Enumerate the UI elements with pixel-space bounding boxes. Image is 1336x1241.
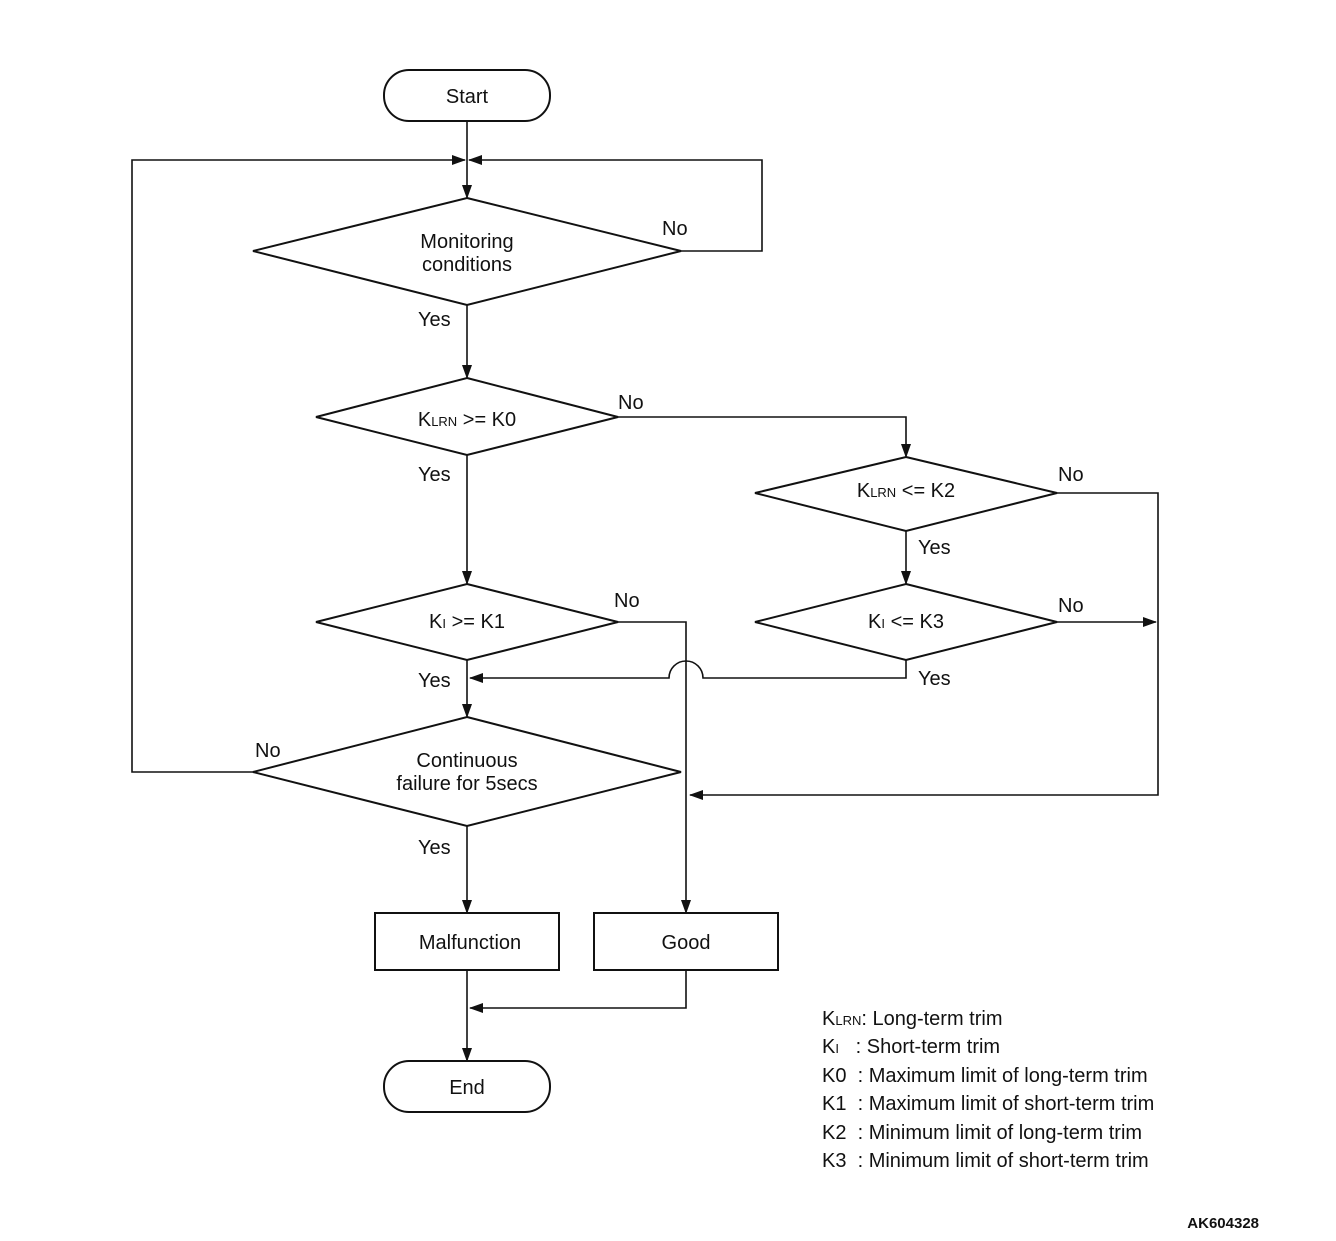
d4-label: KI <= K3 — [868, 611, 944, 633]
end-label: End — [449, 1077, 485, 1099]
arrow-monitoring-no-loop — [468, 155, 763, 252]
d2-yes-label: Yes — [918, 537, 951, 559]
monitoring-no-label: No — [662, 218, 688, 240]
monitoring-label-line2: conditions — [422, 254, 512, 276]
continuous-no-label: No — [255, 740, 281, 762]
continuous-failure-decision — [252, 715, 682, 828]
legend-item: K1 : Maximum limit of short-term trim — [822, 1093, 1154, 1115]
malfunction-label: Malfunction — [419, 932, 521, 954]
legend-item: K2 : Minimum limit of long-term trim — [822, 1122, 1142, 1144]
d1-no-label: No — [618, 392, 644, 414]
legend-item: K0 : Maximum limit of long-term trim — [822, 1065, 1148, 1087]
ki-k1-decision — [315, 582, 619, 662]
end-terminal — [383, 1060, 551, 1113]
malfunction-process — [374, 912, 560, 971]
arrow-d2-no — [689, 492, 1159, 800]
continuous-yes-label: Yes — [418, 837, 451, 859]
legend-item: KI : Short-term trim — [822, 1036, 1000, 1058]
arrow-d1-no — [618, 416, 911, 458]
continuous-label-line2: failure for 5secs — [396, 773, 537, 795]
start-label: Start — [446, 86, 489, 108]
arrow-d3-no — [618, 621, 691, 914]
d1-label: KLRN >= K0 — [418, 409, 516, 431]
d1-yes-label: Yes — [418, 464, 451, 486]
arrow-good-to-end — [469, 970, 687, 1013]
klrn-k0-decision — [315, 376, 619, 457]
d4-no-label: No — [1058, 595, 1084, 617]
d3-no-label: No — [614, 590, 640, 612]
arrow-continuous-no-loop — [131, 155, 466, 773]
d2-no-label: No — [1058, 464, 1084, 486]
start-terminal — [383, 69, 551, 122]
connectors — [131, 121, 1159, 1062]
d2-label: KLRN <= K2 — [857, 480, 955, 502]
d3-yes-label: Yes — [418, 670, 451, 692]
legend-item: KLRN: Long-term trim — [822, 1008, 1003, 1030]
klrn-k2-decision — [754, 455, 1058, 533]
monitoring-yes-label: Yes — [418, 309, 451, 331]
continuous-label-line1: Continuous — [416, 750, 517, 772]
good-process — [593, 912, 779, 971]
d3-label: KI >= K1 — [429, 611, 505, 633]
monitoring-conditions-decision — [252, 196, 682, 307]
legend-item: K3 : Minimum limit of short-term trim — [822, 1150, 1149, 1172]
legend: KLRN: Long-term trim KI : Short-term tri… — [822, 1008, 1154, 1172]
d4-yes-label: Yes — [918, 668, 951, 690]
figure-code: AK604328 — [1187, 1215, 1259, 1232]
good-label: Good — [662, 932, 711, 954]
ki-k3-decision — [754, 582, 1058, 662]
monitoring-label-line1: Monitoring — [420, 231, 513, 253]
arrow-d4-yes — [469, 660, 907, 683]
